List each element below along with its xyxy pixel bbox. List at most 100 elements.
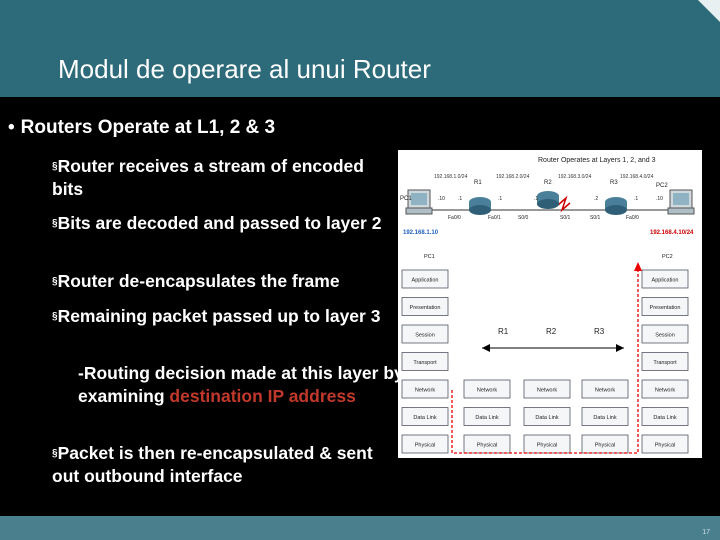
host-id: .10 [656,196,663,202]
path-arrow-icon [634,262,642,271]
interface-label: S0/0 [518,215,529,221]
router2-layer-label: Physical [537,443,557,449]
slide-title: Modul de operare al unui Router [58,54,431,84]
pc2-layer-label: Application [652,278,679,284]
router3-layer-box [581,379,629,399]
router1-layer-label: Physical [477,443,497,449]
network-label: 192.168.2.0/24 [496,174,530,180]
data-path [451,265,639,454]
interface-label: Fa0/1 [488,215,501,221]
main-bullet-text: Routers Operate at L1, 2 & 3 [20,117,276,138]
interface-label: S0/1 [590,215,601,221]
diagram-title: Router Operates at Layers 1, 2, and 3 [538,157,656,164]
corner-decoration [698,0,720,22]
pc2-layer-label: Transport [653,360,677,366]
pc2-ip: 192.168.4.10/24 [650,230,694,236]
router1-layer-box [463,379,511,399]
network-label: 192.168.1.0/24 [434,174,468,180]
host-id: .1 [498,196,502,202]
pc2-layer-box [641,324,689,344]
router-icon [605,197,627,215]
pc1-layer-box [401,379,449,399]
pc-label: PC1 [424,254,435,260]
sub-item-4: §Remaining packet passed up to layer 3 [52,305,397,328]
routing-decision: -Routing decision made at this layer by … [78,362,408,408]
pc2-layer-box [641,297,689,316]
router3-layer-label: Data Link [593,415,616,421]
router3-layer-label: Physical [595,443,615,449]
sub-item-2: §Bits are decoded and passed to layer 2 [52,212,397,235]
pc2-layer-box [641,352,689,371]
host-id: .10 [438,196,445,202]
pc1-layer-box [401,269,449,289]
footer-bar: 17 [0,516,720,540]
pc2-layer-box [641,434,689,454]
pc1-layer-label: Network [415,388,435,394]
router-label: R3 [610,180,618,186]
sub-item-5: §Packet is then re-encapsulated & sent o… [52,442,397,488]
square-bullet-icon: § [52,161,58,172]
router1-layer-label: Data Link [475,415,498,421]
host-id: .1 [634,196,638,202]
network-label: 192.168.4.0/24 [620,174,654,180]
pc1-layer-box [401,434,449,454]
square-bullet-icon: § [52,218,58,229]
pc1-layer-label: Application [412,278,439,284]
routing-text: -Routing decision made at this layer by … [78,363,404,406]
router-layers-diagram: Router Operates at Layers 1, 2, and 3 19… [398,150,702,458]
title-bar: Modul de operare al unui Router [0,0,720,97]
square-bullet-icon: § [52,448,58,459]
pc-label: PC1 [400,196,412,202]
page-number: 17 [702,529,710,536]
pc1-ip: 192.168.1.10 [403,230,439,236]
sub-item-3: §Router de-encapsulates the frame [52,270,397,293]
pc-label: PC2 [662,254,673,260]
pc1-layer-label: Transport [413,360,437,366]
router2-layer-box [523,379,571,399]
pc1-layer-box [401,324,449,344]
router-icon [537,191,559,209]
router-label: R2 [544,180,552,186]
interface-label: Fa0/0 [626,215,639,221]
pc1-layer-label: Session [415,333,435,339]
sub-item-text: Bits are decoded and passed to layer 2 [57,213,382,233]
router-icon [469,197,491,215]
pc2-layer-label: Data Link [653,415,676,421]
pc1-layer-box [401,297,449,316]
square-bullet-icon: § [52,276,58,287]
host-id: .1 [458,196,462,202]
interface-label: S0/1 [560,215,571,221]
router-label: R1 [498,327,509,336]
sub-item-text: Router receives a stream of encoded bits [52,156,364,199]
destination-ip-highlight: destination IP address [169,386,356,406]
router1-layer-label: Network [477,388,497,394]
square-bullet-icon: § [52,311,58,322]
pc2-layer-label: Session [655,333,675,339]
router2-layer-label: Data Link [535,415,558,421]
pc2-layer-label: Network [655,388,675,394]
pc2-layer-box [641,407,689,426]
sub-item-1: §Router receives a stream of encoded bit… [52,155,397,201]
pc1-layer-box [401,407,449,426]
router2-layer-box [523,407,571,426]
pc1-layer-box [401,352,449,371]
host-id: .2 [594,196,598,202]
pc-label: PC2 [656,183,668,189]
router3-layer-label: Network [595,388,615,394]
pc2-layer-box [641,379,689,399]
pc2-layer-label: Physical [655,443,675,449]
router1-layer-box [463,407,511,426]
pc2-layer-label: Presentation [650,305,681,311]
pc-icon [405,189,433,215]
router-label: R3 [594,327,605,336]
pc2-layer-box [641,269,689,289]
router3-layer-box [581,407,629,426]
host-id: .1 [534,196,538,202]
sub-item-text: Router de-encapsulates the frame [57,271,340,291]
sub-item-text: Packet is then re-encapsulated & sent ou… [52,443,373,486]
network-label: 192.168.3.0/24 [558,174,592,180]
pc1-layer-label: Presentation [410,305,441,311]
sub-item-text: Remaining packet passed up to layer 3 [57,306,381,326]
router-label: R1 [474,180,482,186]
main-bullet: •Routers Operate at L1, 2 & 3 [8,117,275,139]
